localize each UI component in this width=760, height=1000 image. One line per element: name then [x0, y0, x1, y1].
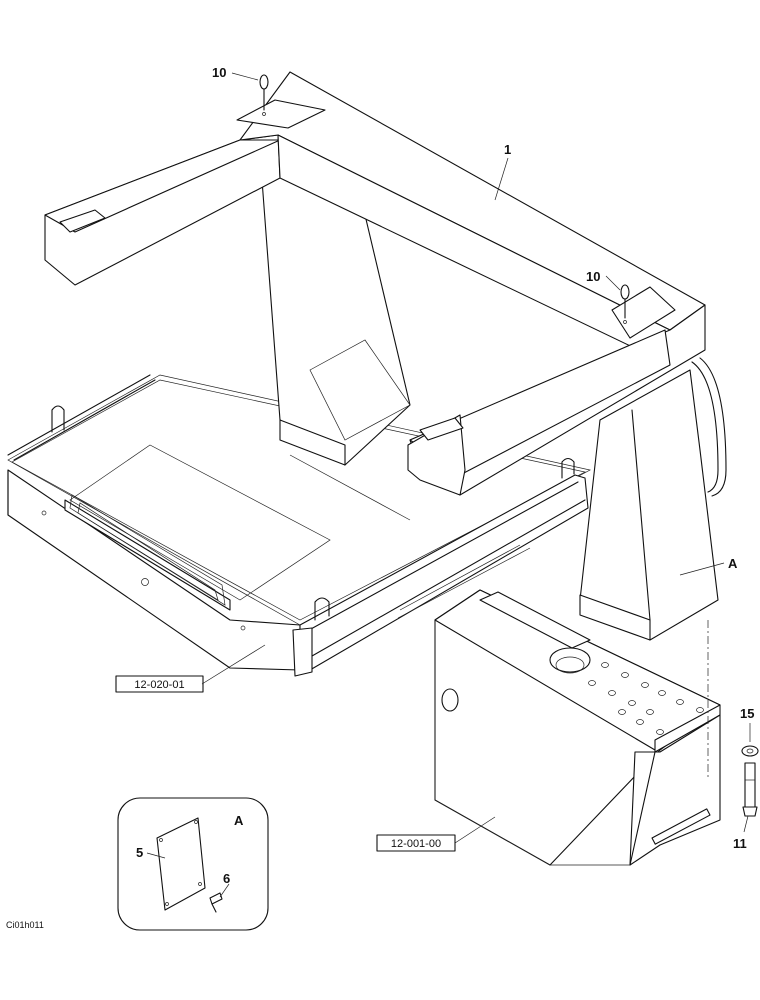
detail-a-inset	[117, 797, 269, 931]
ref-platform-label: 12-020-01	[134, 679, 184, 691]
callout-a-detail: A	[234, 813, 244, 828]
ref-box-platform: 12-020-01	[115, 675, 204, 693]
callout-a-main: A	[728, 556, 738, 571]
callout-11: 11	[733, 836, 747, 851]
callout-10-right: 10	[586, 269, 600, 284]
frame-assembly	[44, 71, 727, 641]
hole-pattern	[588, 662, 704, 735]
callout-15: 15	[740, 706, 754, 721]
top-plate-left	[236, 99, 326, 129]
callout-5: 5	[136, 845, 143, 860]
top-plate-right	[611, 286, 676, 339]
callout-10-top: 10	[212, 65, 226, 80]
cover-plate-icon	[156, 817, 206, 911]
callout-1: 1	[504, 142, 511, 157]
lifting-eye-icon	[620, 284, 630, 324]
tank-assembly	[434, 589, 721, 866]
bolt-icon	[742, 762, 758, 817]
callout-6: 6	[223, 871, 230, 886]
screw-icon	[209, 892, 223, 913]
leader-lines	[146, 72, 751, 898]
ref-tank-label: 12-001-00	[391, 838, 441, 850]
drawing-code: Ci01h011	[6, 920, 44, 930]
washer-icon	[741, 745, 759, 757]
ref-box-tank: 12-001-00	[376, 834, 456, 852]
lifting-eye-icon	[259, 74, 269, 116]
platform-assembly	[7, 374, 591, 677]
